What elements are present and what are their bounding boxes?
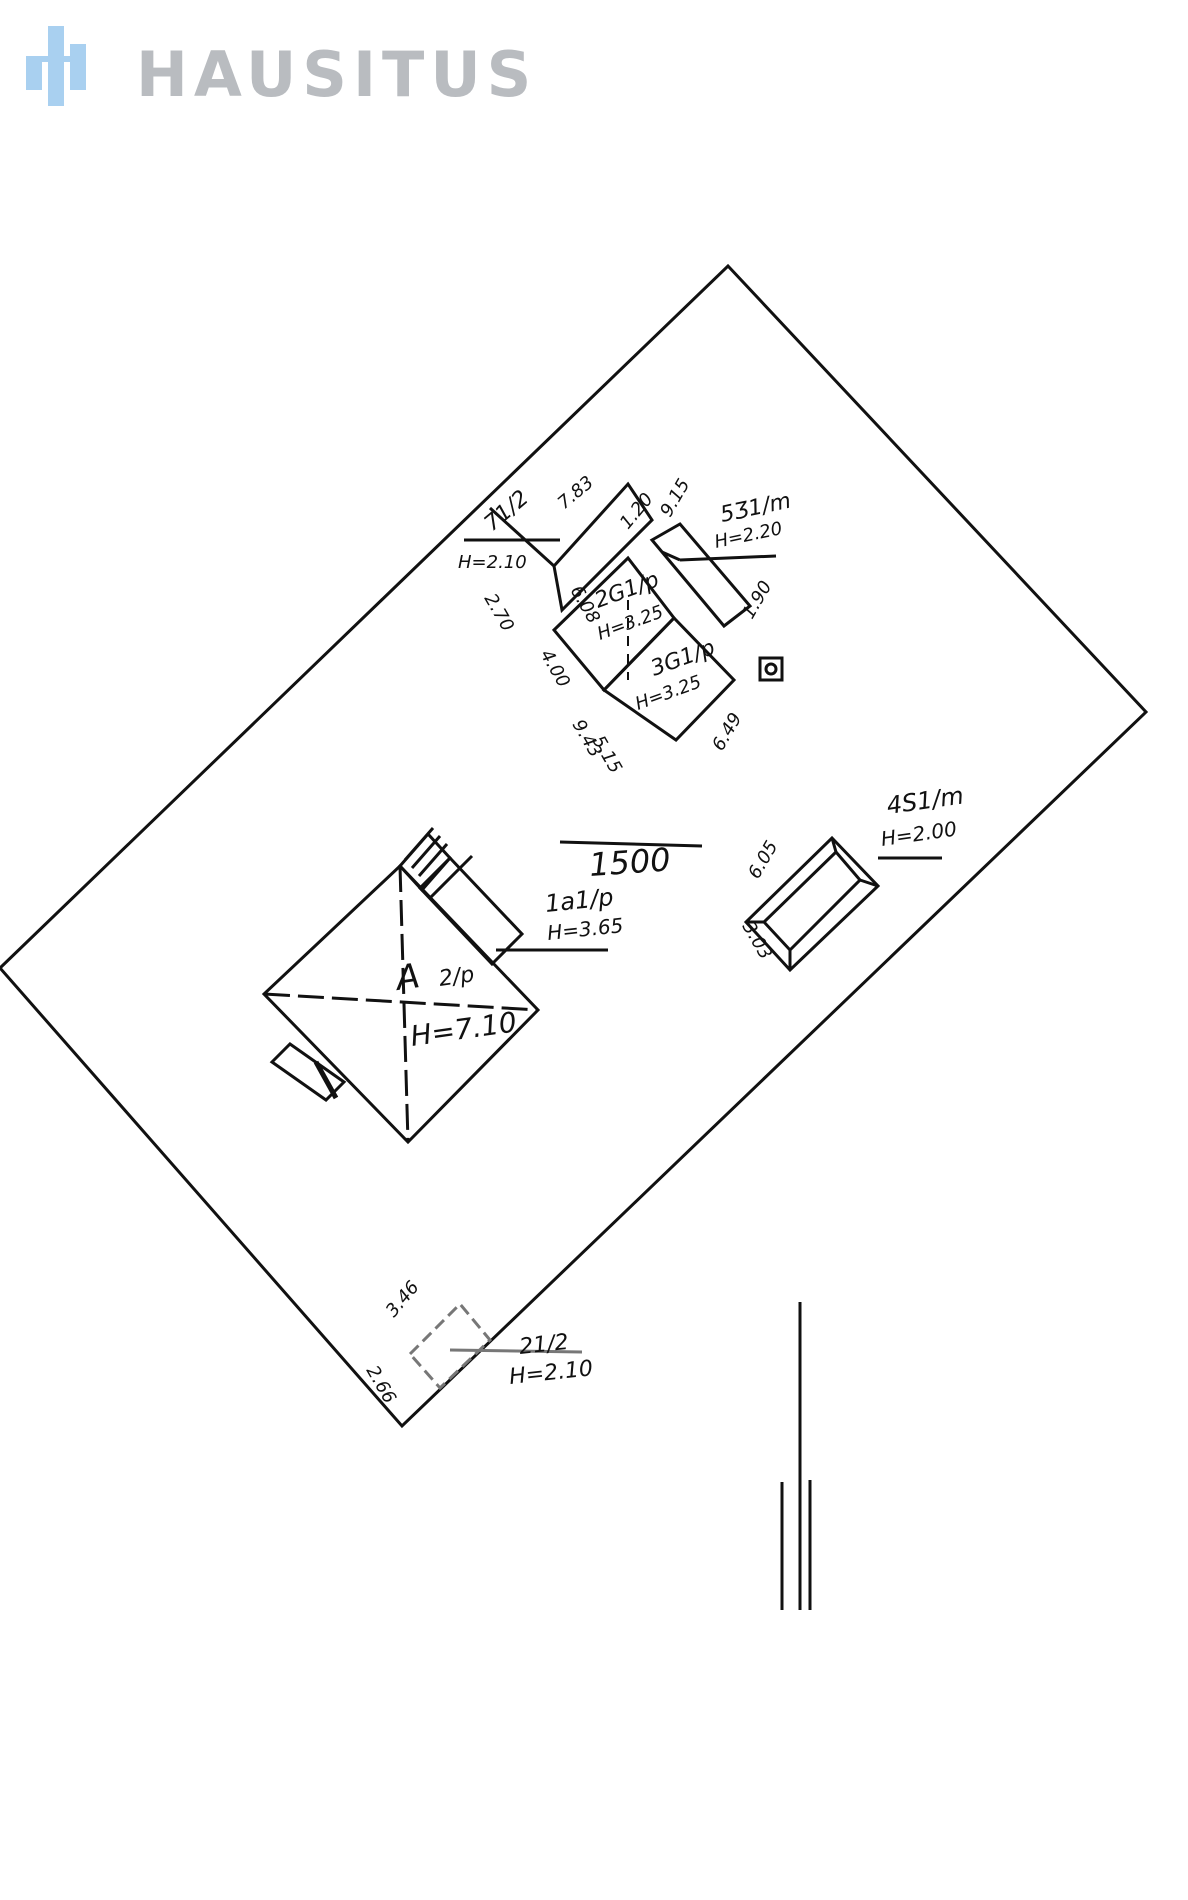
corner-shed-outline — [407, 1301, 493, 1391]
small-shed-height: H=2.10 — [458, 552, 527, 573]
main-house-floors: 2/p — [437, 962, 476, 992]
shed-name: 5Ʒ1/m — [718, 489, 793, 528]
corner-shed-length: 3.46 — [382, 1277, 424, 1321]
logo-mark-icon — [26, 26, 86, 106]
corner-shed-height: H=2.10 — [508, 1356, 594, 1390]
main-house-diagonal-2 — [263, 992, 539, 1012]
main-house-diagonal-1 — [398, 865, 410, 1143]
annex-name: 1a1/p — [544, 883, 615, 918]
logo-text: HAUSITUS — [136, 38, 538, 111]
main-house-name: A — [392, 956, 423, 999]
shed-outline — [649, 522, 753, 629]
garage-height: H=2.00 — [879, 817, 958, 851]
small-shed-outline — [552, 481, 654, 614]
chimney-box — [758, 656, 784, 682]
building-3-name: 3G1/p — [648, 635, 719, 681]
shed-leader — [679, 554, 777, 562]
annex-height: H=3.65 — [546, 913, 624, 945]
corner-shed-leader — [449, 1348, 583, 1354]
dim-270: 2.70 — [480, 590, 518, 635]
hausitus-logo — [26, 26, 526, 136]
garage-name: 4S1/m — [885, 781, 965, 819]
garage-length: 6.05 — [744, 837, 782, 882]
main-house-porch — [269, 1042, 347, 1102]
dim-400: 4.00 — [536, 646, 574, 691]
building-3-outline — [601, 615, 737, 742]
dim-915: 9.15 — [656, 475, 694, 520]
site-length-line — [559, 840, 703, 848]
garage-inner — [761, 849, 863, 953]
corner-shed-name: 21/2 — [518, 1330, 570, 1360]
dim-649: 6.49 — [708, 709, 746, 754]
building-3-height: H=3.25 — [633, 671, 705, 714]
plot-boundary — [0, 263, 1149, 1429]
dim-120: 1.20 — [616, 489, 658, 533]
site-length-label: 1500 — [588, 840, 672, 884]
small-shed-name: 71/2 — [480, 486, 534, 537]
dim-783: 7.83 — [554, 472, 598, 514]
annex-outline — [417, 855, 525, 967]
garage-width: 3.03 — [738, 918, 776, 963]
